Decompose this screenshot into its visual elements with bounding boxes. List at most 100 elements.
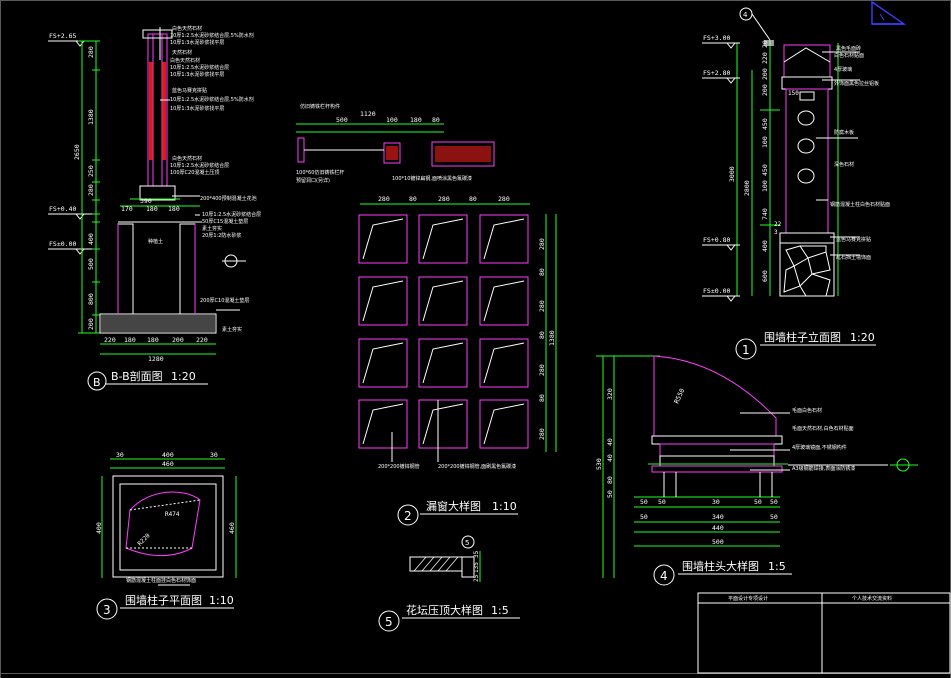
dim-bb-7: 500 <box>87 258 95 270</box>
note-v2-0: 仿旧铸铁栏杆构件 <box>300 103 340 110</box>
ucs-icon <box>871 0 907 25</box>
coping-detail-view: 5 <box>409 535 481 582</box>
dim-el-r-6: 450 <box>761 164 769 176</box>
note-bb-15: 50厚C15混凝土垫层 <box>202 218 248 225</box>
dim-bb-base-4: 220 <box>196 336 208 344</box>
lattice-panel <box>418 338 468 388</box>
dim-v2-row-1: 80 <box>409 195 417 203</box>
note-bb-9: 10厚1:3水泥砂浆找平层 <box>170 105 224 112</box>
dim-bb-base-2: 180 <box>147 336 159 344</box>
dim-el-r-5: 100 <box>761 136 769 148</box>
lattice-panel <box>358 399 408 449</box>
v5-view-title: 5 花坛压顶大样图 1:5 <box>378 603 520 632</box>
lattice-panel-motif <box>483 280 525 322</box>
dim-el-left-1: 2800 <box>743 180 751 196</box>
note-bb-11: 10厚1:2.5水泥砂浆结合层 <box>170 162 229 169</box>
lattice-panel-motif <box>362 280 404 322</box>
note-bb-13: 200*400预制混凝土花池 <box>200 195 257 202</box>
dim-v3-r1: R474 <box>165 511 180 518</box>
dim-bb-3: 250 <box>87 165 95 177</box>
column-cap-detail-view <box>596 355 918 578</box>
dim-el-r-7: 100 <box>761 180 769 192</box>
level-marks-bb <box>48 40 92 255</box>
v4-view-num: 4 <box>660 569 668 583</box>
dim-v4-b2-0: 50 <box>640 513 648 521</box>
dim-el-r-3: 200 <box>761 84 769 96</box>
dim-v4-b1-4: 50 <box>770 498 778 506</box>
dim-v5-2: 25 <box>473 574 480 582</box>
dim-v2-right-total: 1380 <box>548 330 556 346</box>
v2-view-scale: 1:10 <box>492 500 517 513</box>
note-v2-4: 200*200镀锌钢管 <box>378 463 420 470</box>
lattice-panel-motif <box>483 218 525 260</box>
note-bb-19: 200厚C10混凝土垫层 <box>200 297 249 304</box>
note-bb-10: 白色天然石材 <box>172 155 202 162</box>
dim-v2-right-0: 280 <box>538 238 546 250</box>
title-block-col2: 个人技术交流资料 <box>852 595 892 602</box>
note-el-5: 深色石材 <box>834 161 854 168</box>
dim-el-r-2: 200 <box>761 68 769 80</box>
dim-v3-right: 460 <box>228 522 236 534</box>
callout-4: 4 <box>743 11 748 19</box>
dim-bb-9: 200 <box>87 318 95 330</box>
note-el-2: 4厚玻璃 <box>834 66 852 73</box>
lattice-window-view <box>296 123 557 462</box>
dim-v4-left-4: 50 <box>606 490 614 498</box>
dim-v2-right-2: 280 <box>538 300 546 312</box>
v3-view-num: 3 <box>103 603 111 617</box>
dim-v3-top-2: 30 <box>210 451 218 459</box>
dim-v4-b1-0: 50 <box>640 498 648 506</box>
callout-5: 5 <box>465 539 469 547</box>
bb-view-title-text: B-B剖面图 <box>111 369 163 383</box>
dim-v2-right-6: 280 <box>538 428 546 440</box>
dim-bb-1: 280 <box>87 46 95 58</box>
bb-view-num: B <box>93 376 101 389</box>
lattice-panel <box>418 276 468 326</box>
lattice-panel <box>358 276 408 326</box>
v1-view-title-text: 围墙柱子立面图 <box>764 330 841 344</box>
dim-v4-b1-1: 50 <box>658 498 666 506</box>
note-v3: 钢筋混凝土柱面挂白色石材饰面 <box>126 577 196 584</box>
dim-bb-8: 800 <box>87 293 95 305</box>
lattice-panel-motif <box>422 280 464 322</box>
dim-v2-top-2: 180 <box>410 116 422 124</box>
dim-v4-left-total: 530 <box>595 458 603 470</box>
note-bb-3: 天然石材 <box>172 49 192 56</box>
dim-v4-left-1: 40 <box>606 438 614 446</box>
dim-v2-right-5: 80 <box>538 394 546 402</box>
dim-v5-0: 35 <box>473 550 480 558</box>
dim-bb-mid-2: 180 <box>168 205 180 213</box>
note-el-0: 黑色毛面砖 <box>836 45 861 52</box>
dim-bb-base-0: 220 <box>104 336 116 344</box>
dim-v2-row-4: 280 <box>498 195 510 203</box>
level-el-2: FS+2.80 <box>703 69 730 77</box>
dim-v4-left-0: 320 <box>606 388 614 400</box>
lattice-panel <box>358 214 408 264</box>
dim-el-r-9: 400 <box>761 240 769 252</box>
dim-el-left-0: 3000 <box>728 166 736 182</box>
v5-view-scale: 1:5 <box>491 604 509 617</box>
lattice-panel-motif <box>362 342 404 384</box>
note-bb-7: 蓝色马赛克拼贴 <box>172 87 207 94</box>
note-el-6: 钢筋混凝土柱白色石材贴面 <box>830 201 890 208</box>
lattice-panel-motif <box>422 403 464 445</box>
dim-v4-b3: 500 <box>712 538 724 546</box>
v2-view-title-text: 漏窗大样图 <box>426 499 481 513</box>
note-bb-18: 20厚1:2防水砂浆 <box>202 232 241 239</box>
note-bb-4: 白色天然石材 <box>170 57 200 64</box>
level-bb-mid: FS+0.40 <box>49 205 76 213</box>
dim-el-small-0: 22 <box>774 221 782 228</box>
note-bb-2: 10厚1:3水泥砂浆找平层 <box>170 39 224 46</box>
lattice-panel <box>418 214 468 264</box>
dim-el-r-1: 220 <box>761 52 769 64</box>
column-elevation-view: 4 <box>702 7 860 302</box>
v3-view-title-text: 围墙柱子平面图 <box>125 593 202 607</box>
dim-el-r-10: 600 <box>761 270 769 282</box>
level-el-mid: FS+0.80 <box>703 236 730 244</box>
note-bb-17: 种植土 <box>148 238 163 245</box>
dim-bb-base-1: 180 <box>124 336 136 344</box>
dim-v4-left-2: 40 <box>606 454 614 462</box>
note-el-7: 蓝色马赛克拼贴 <box>836 236 871 243</box>
dim-el-small-2: 150 <box>788 90 799 97</box>
